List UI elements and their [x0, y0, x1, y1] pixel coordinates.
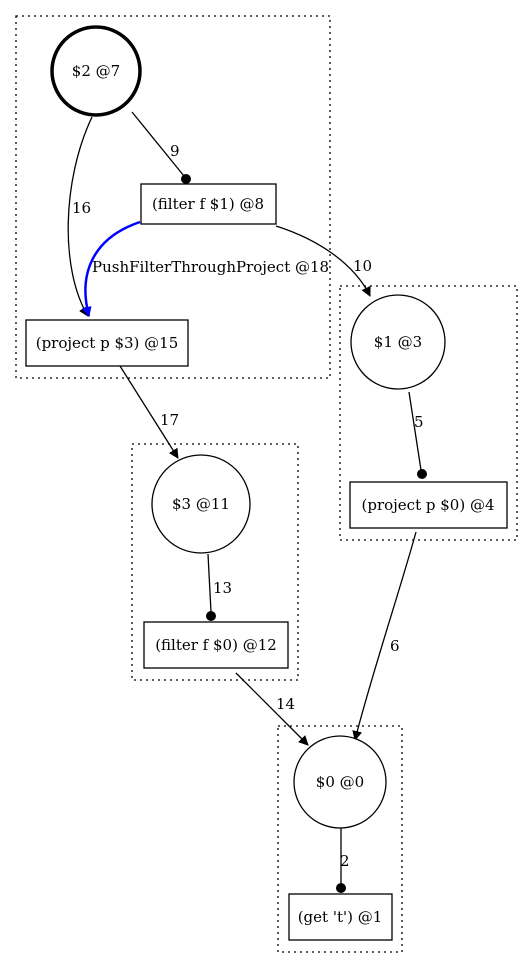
eclass-node-3: $3 @11 — [151, 454, 251, 554]
edge-9: 9 — [131, 111, 191, 184]
edge-label-9: 9 — [170, 142, 180, 160]
eclass-node-1: $1 @3 — [350, 294, 446, 390]
rewrite-edge: PushFilterThroughProject @18 — [81, 220, 329, 317]
edge-label-16: 16 — [72, 199, 91, 217]
edge-label-10: 10 — [353, 257, 372, 275]
enode-project-p-0: (project p $0) @4 — [349, 481, 508, 529]
node-label: (project p $3) @15 — [36, 334, 179, 352]
edge-6: 6 — [352, 531, 417, 741]
edge-2: 2 — [336, 828, 350, 893]
node-label: (get 't') @1 — [298, 908, 383, 926]
enode-project-p-3: (project p $3) @15 — [25, 319, 189, 367]
node-label: (project p $0) @4 — [361, 496, 494, 514]
node-label: $3 @11 — [172, 495, 230, 513]
edge-label-6: 6 — [390, 637, 400, 655]
edge-5: 5 — [408, 391, 427, 479]
edge-label-5: 5 — [414, 413, 424, 431]
eclass-cluster-3 — [131, 443, 299, 681]
edge-17: 17 — [119, 365, 179, 459]
eclass-node-0: $0 @0 — [293, 735, 387, 829]
edge-10: 10 — [275, 225, 372, 297]
edge-16: 16 — [67, 116, 93, 317]
enode-get-t: (get 't') @1 — [288, 893, 393, 941]
edge-14: 14 — [235, 672, 309, 746]
eclass-cluster-2 — [15, 15, 331, 379]
node-label: (filter f $1) @8 — [152, 195, 264, 213]
enode-filter-f-0: (filter f $0) @12 — [143, 621, 289, 669]
enode-filter-f-1: (filter f $1) @8 — [140, 183, 277, 225]
edge-label-14: 14 — [276, 695, 295, 713]
eclass-cluster-0 — [277, 725, 403, 953]
rewrite-edge-label: PushFilterThroughProject @18 — [92, 258, 329, 276]
node-label: (filter f $0) @12 — [155, 636, 277, 654]
edge-13: 13 — [206, 553, 232, 621]
edge-label-2: 2 — [340, 852, 350, 870]
node-label: $2 @7 — [72, 62, 120, 80]
node-label: $1 @3 — [374, 333, 422, 351]
edge-label-17: 17 — [160, 411, 179, 429]
eclass-node-2: $2 @7 — [50, 25, 142, 117]
node-label: $0 @0 — [316, 773, 364, 791]
edge-label-13: 13 — [213, 579, 232, 597]
